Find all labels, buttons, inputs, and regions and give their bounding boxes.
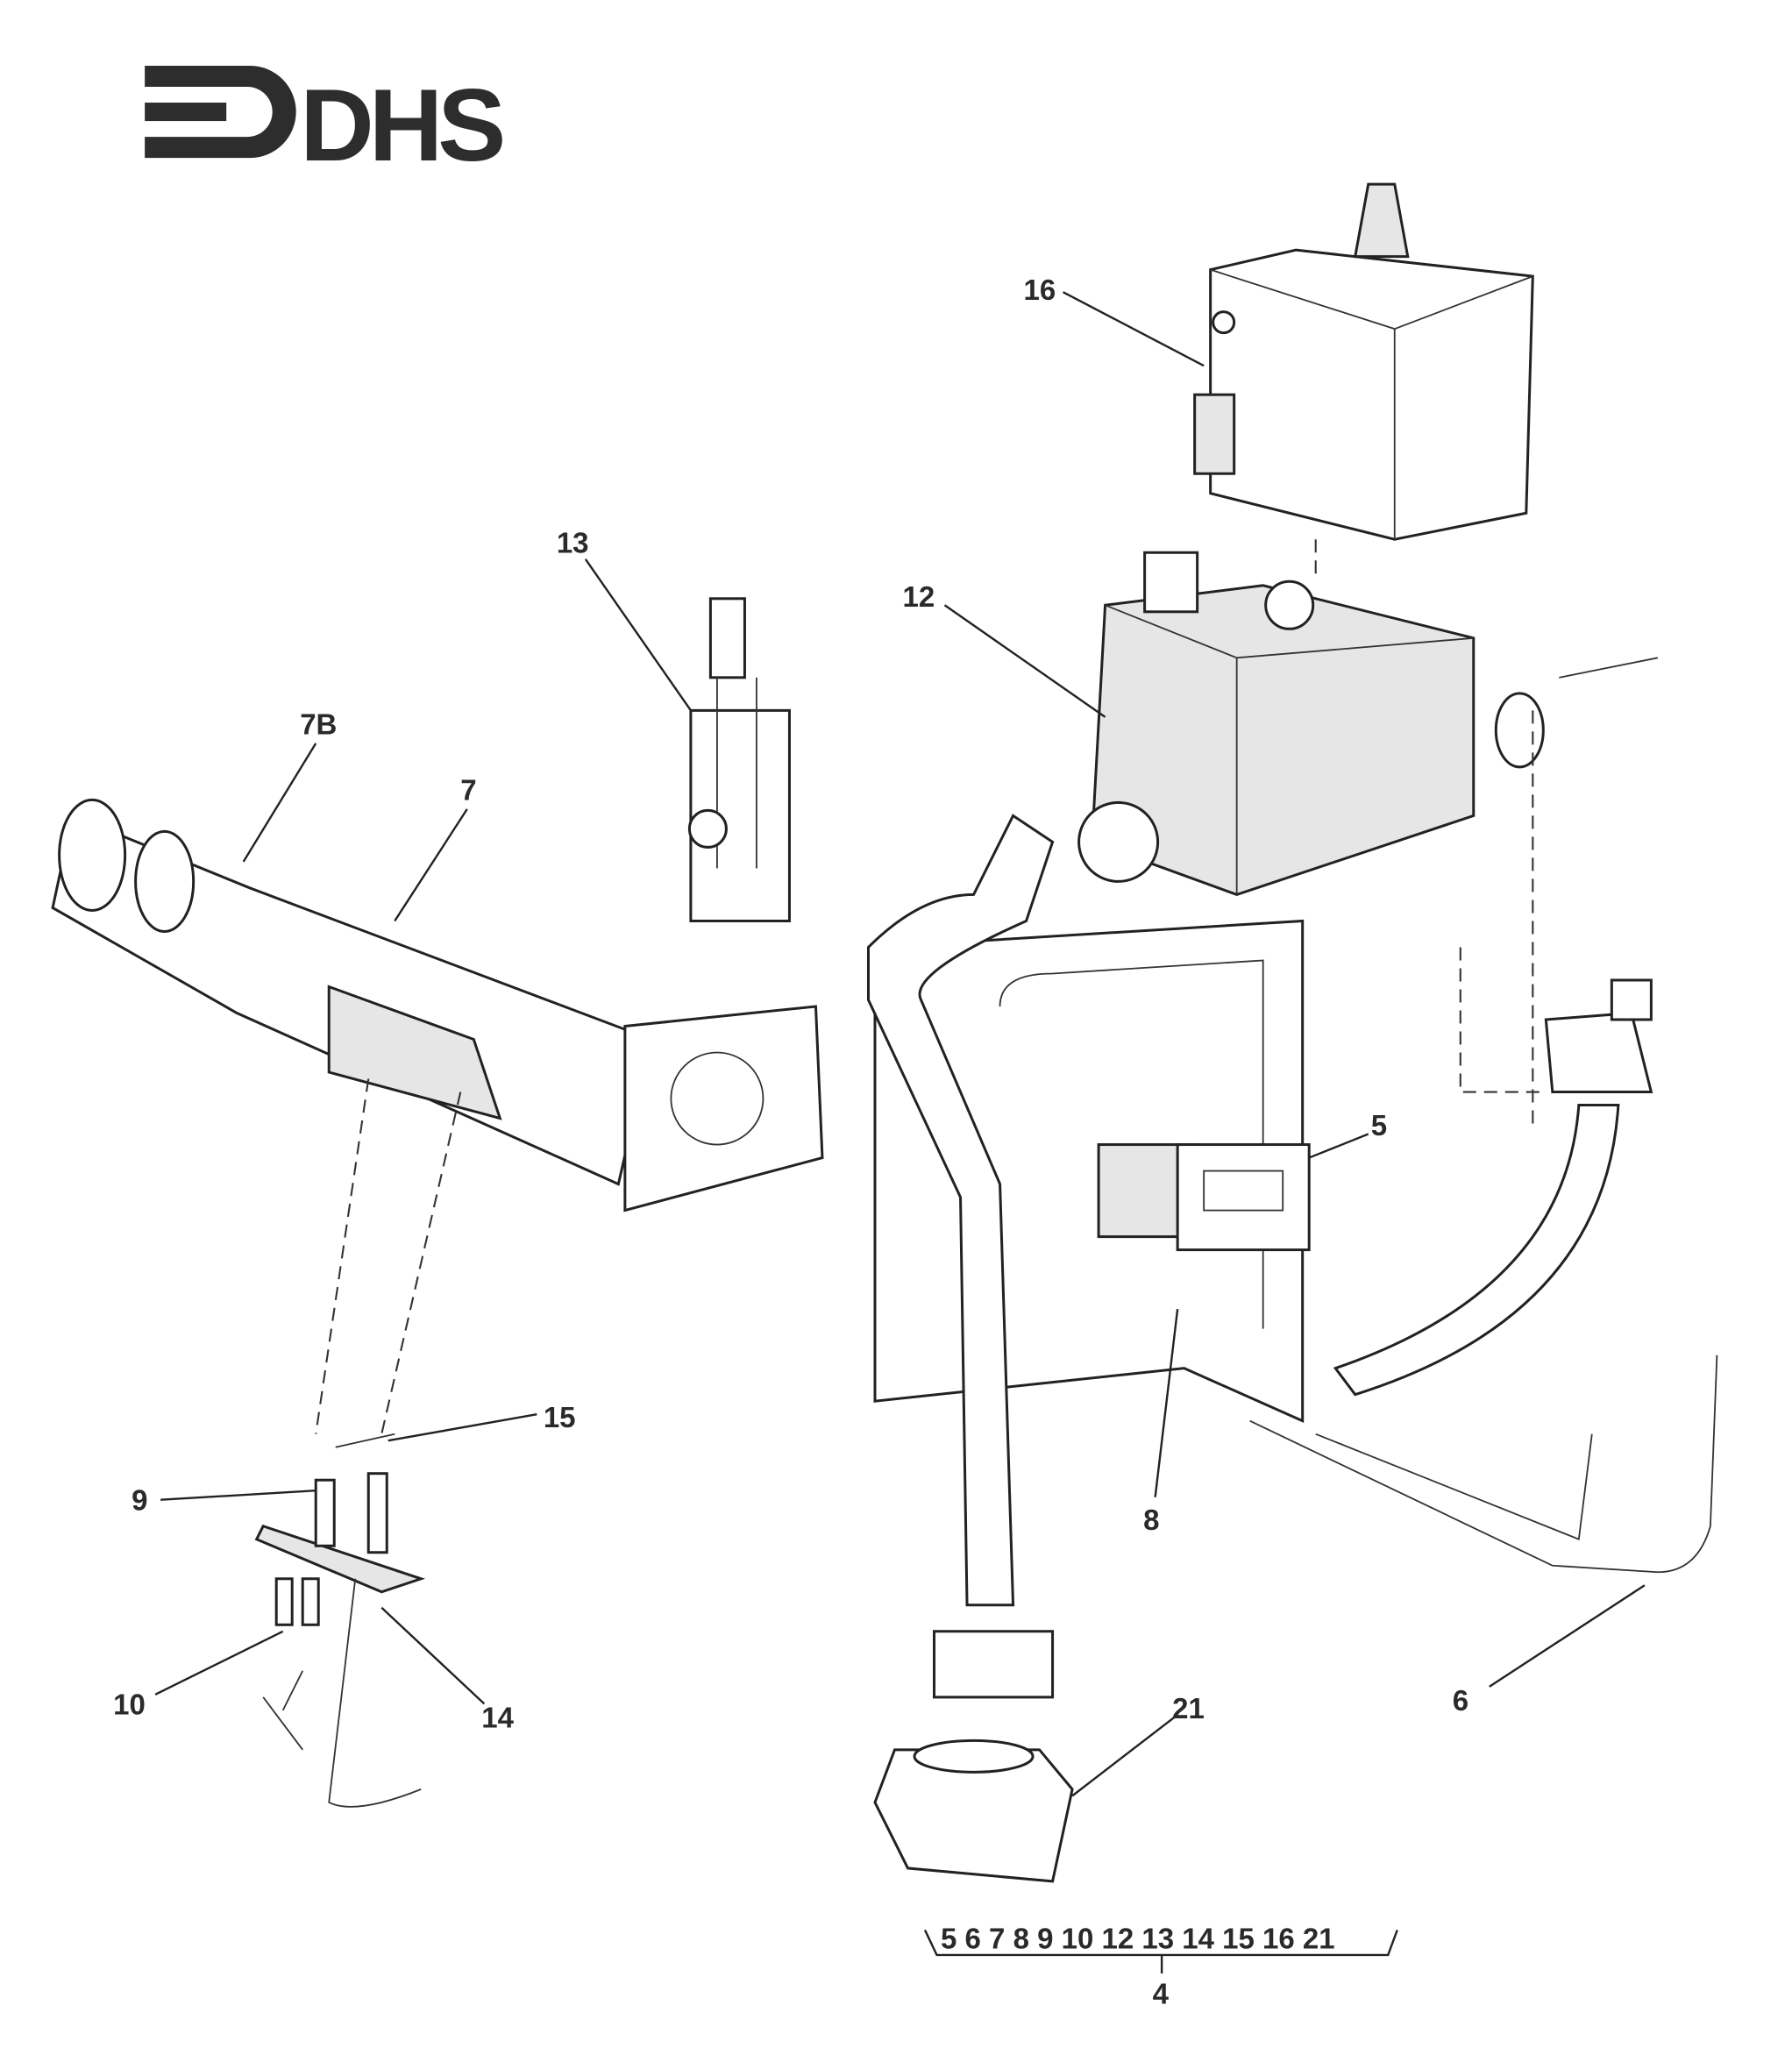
callout-7b: 7B: [300, 708, 337, 740]
pilot-burner-assembly: [254, 1433, 426, 1808]
callout-15: 15: [544, 1401, 576, 1433]
callout-6: 6: [1453, 1684, 1468, 1717]
gas-valve-part-12: [1077, 551, 1659, 897]
callout-5: 5: [1371, 1109, 1387, 1141]
dhs-logo: DHS: [145, 66, 508, 182]
control-box-part-16: [1193, 182, 1534, 541]
callouts: 16 13 12 7B 7 5 15 9 8 21 6 10 14: [113, 274, 1646, 1797]
callout-9: 9: [132, 1484, 147, 1517]
callout-13: 13: [557, 526, 589, 558]
callout-21: 21: [1172, 1692, 1205, 1724]
callout-8: 8: [1143, 1504, 1159, 1536]
gas-pipe: [866, 814, 1055, 1699]
logo-text: DHS: [300, 68, 502, 182]
callout-10: 10: [113, 1688, 146, 1720]
right-bracket: [1333, 978, 1653, 1397]
assembly-parent-number: 4: [1153, 1977, 1170, 2009]
pilot-valve-part-13: [687, 597, 791, 922]
fitting-part-21: [873, 1739, 1074, 1883]
callout-7: 7: [460, 773, 476, 806]
assembly-components: 5 6 7 8 9 10 12 13 14 15 16 21: [941, 1922, 1335, 1954]
tubing-part-6: [1249, 1355, 1718, 1574]
electrode-block-part-5: [1097, 1143, 1311, 1252]
callout-14: 14: [481, 1701, 514, 1733]
callout-12: 12: [903, 580, 935, 613]
burner-part-7: [51, 798, 824, 1212]
callout-16: 16: [1024, 274, 1056, 306]
assembly-bracket: 5 6 7 8 9 10 12 13 14 15 16 21 4: [923, 1922, 1398, 2009]
